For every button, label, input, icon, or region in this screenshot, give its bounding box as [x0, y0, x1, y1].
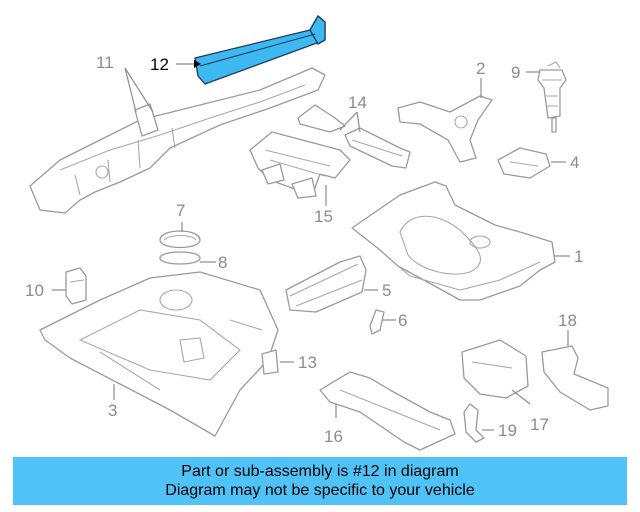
part-16-channel[interactable]	[319, 371, 456, 451]
leader-14	[339, 111, 361, 133]
leader-12-arrow	[194, 60, 201, 68]
callout-2[interactable]: 2	[476, 59, 485, 78]
part-18-bracket[interactable]	[541, 345, 609, 411]
part-10-bracket[interactable]	[65, 267, 87, 305]
callout-10[interactable]: 10	[25, 281, 44, 300]
callout-3[interactable]: 3	[108, 401, 117, 420]
callout-4[interactable]: 4	[570, 153, 579, 172]
leader-17	[511, 389, 531, 405]
callout-5[interactable]: 5	[382, 281, 391, 300]
part-13-plate[interactable]	[261, 349, 279, 375]
part-4-plate[interactable]	[497, 147, 551, 179]
part-12-rail-extension[interactable]	[194, 15, 326, 85]
callout-18[interactable]: 18	[558, 311, 577, 330]
callout-6[interactable]: 6	[398, 311, 407, 330]
callout-8[interactable]: 8	[218, 253, 227, 272]
part-7-plug[interactable]	[159, 230, 201, 249]
part-14-bracket[interactable]	[297, 104, 411, 169]
callout-11[interactable]: 11	[96, 53, 114, 72]
banner-line-2: Diagram may not be specific to your vehi…	[165, 482, 475, 499]
callout-14[interactable]: 14	[348, 93, 367, 112]
part-1-spare-tire-well[interactable]	[351, 181, 556, 301]
parts-diagram: 11 12 2 9 14 15 4	[25, 15, 609, 451]
part-info-banner: Part or sub-assembly is #12 in diagram D…	[13, 457, 627, 505]
part-19-hook[interactable]	[463, 403, 485, 443]
callout-17[interactable]: 17	[530, 415, 549, 434]
callout-1[interactable]: 1	[574, 247, 583, 266]
part-2-cross-member[interactable]	[397, 95, 493, 163]
part-17-shield[interactable]	[461, 339, 529, 399]
callout-12[interactable]: 12	[150, 55, 169, 74]
part-9-shock-absorber[interactable]	[537, 61, 567, 133]
callout-9[interactable]: 9	[511, 63, 520, 82]
part-15-mount[interactable]	[249, 131, 351, 199]
part-5-reinforcement[interactable]	[285, 255, 367, 313]
part-11-side-rail[interactable]	[29, 67, 326, 214]
callout-13[interactable]: 13	[298, 353, 317, 372]
banner-line-1: Part or sub-assembly is #12 in diagram	[181, 463, 459, 480]
callout-7[interactable]: 7	[176, 201, 185, 220]
part-3-rear-floor-pan[interactable]	[39, 271, 279, 437]
callout-19[interactable]: 19	[498, 421, 517, 440]
leader-11	[124, 67, 154, 113]
part-6-clip[interactable]	[369, 309, 385, 335]
part-8-grommet[interactable]	[159, 251, 201, 265]
callout-15[interactable]: 15	[314, 207, 333, 226]
callout-16[interactable]: 16	[324, 427, 343, 446]
